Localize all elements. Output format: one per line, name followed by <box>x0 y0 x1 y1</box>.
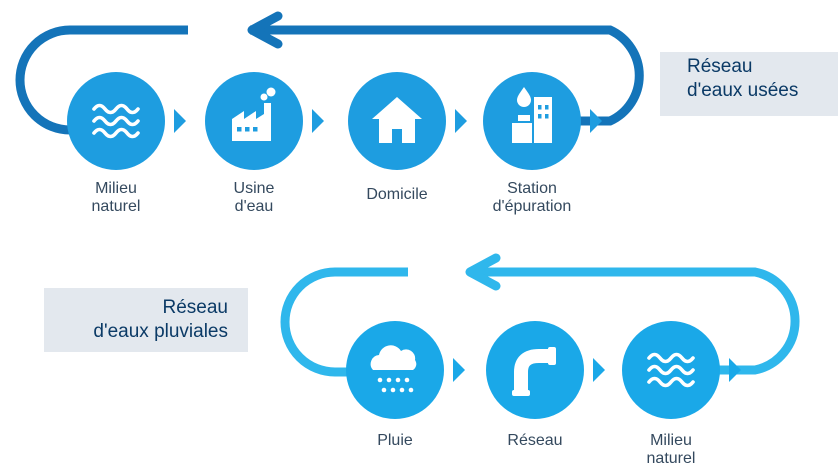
node-circle <box>483 72 581 170</box>
pipe-icon <box>512 347 556 396</box>
flow-arrowhead-icon <box>465 253 501 291</box>
flow-chevron-icon <box>312 109 324 133</box>
factory-icon <box>232 87 276 141</box>
used-water-cycle <box>15 11 644 170</box>
flow-chevron-icon <box>455 109 467 133</box>
flow-chevron-icon <box>174 109 186 133</box>
waves-icon <box>647 352 695 388</box>
used-water-title-line1: Réseau <box>687 56 753 77</box>
caption-line1: Milieu <box>650 432 692 449</box>
flow-chevron-icon <box>593 358 605 382</box>
caption-line1: Station <box>507 180 557 197</box>
flow-chevron-icon <box>590 109 602 133</box>
caption-line2: d'épuration <box>492 198 572 215</box>
caption-line2: d'eau <box>234 198 274 215</box>
caption-line1: Milieu <box>95 180 137 197</box>
caption-line1: Domicile <box>366 186 428 203</box>
rain-water-network-label: Réseau d'eaux pluviales <box>44 288 248 352</box>
flow-arrowhead-icon <box>247 11 283 49</box>
node-circle <box>486 321 584 419</box>
flow-chevron-icon <box>729 358 741 382</box>
used-water-network-label: Réseau d'eaux usées <box>660 52 838 116</box>
rain-cloud-icon <box>370 345 417 393</box>
treatment-plant-icon <box>512 87 552 143</box>
node-caption-station-epuration: Station d'épuration <box>462 180 602 216</box>
node-caption-pluie: Pluie <box>325 432 465 450</box>
rain-water-title-line1: Réseau <box>162 297 229 318</box>
node-caption-usine-eau: Usine d'eau <box>184 180 324 216</box>
waves-icon <box>92 103 140 139</box>
caption-line1: Réseau <box>507 432 563 449</box>
node-caption-domicile: Domicile <box>327 186 467 204</box>
used-water-title-line2: d'eaux usées <box>687 80 799 101</box>
node-caption-reseau: Réseau <box>465 432 605 450</box>
caption-line1: Usine <box>233 180 275 197</box>
flow-chevron-icon <box>453 358 465 382</box>
caption-line1: Pluie <box>377 432 413 449</box>
rain-water-cycle-loop <box>280 267 800 377</box>
node-caption-milieu-naturel-top: Milieu naturel <box>46 180 186 216</box>
caption-line2: naturel <box>646 450 696 467</box>
rain-water-cycle <box>280 253 800 419</box>
rain-water-title-line2: d'eaux pluviales <box>93 321 228 342</box>
used-water-cycle-loop <box>15 25 644 135</box>
house-icon <box>372 97 422 143</box>
node-caption-milieu-naturel-bottom: Milieu naturel <box>601 432 741 468</box>
caption-line2: naturel <box>91 198 141 215</box>
